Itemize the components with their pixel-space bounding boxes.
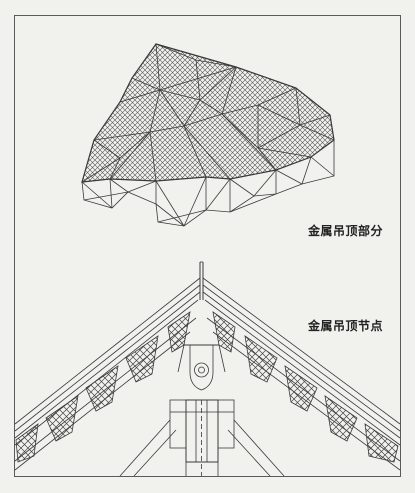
ceiling-hatched-surface bbox=[81, 43, 335, 183]
metal-ceiling-perspective bbox=[81, 43, 335, 227]
drawing-frame bbox=[14, 15, 401, 477]
label-ceiling-node: 金属吊顶节点 bbox=[308, 319, 384, 333]
hanger-bracket bbox=[189, 344, 214, 391]
label-ceiling-part: 金属吊顶部分 bbox=[308, 224, 384, 238]
left-hatched-panels bbox=[15, 311, 191, 463]
ceiling-node-section bbox=[14, 261, 401, 477]
right-hatched-panels bbox=[212, 311, 399, 463]
